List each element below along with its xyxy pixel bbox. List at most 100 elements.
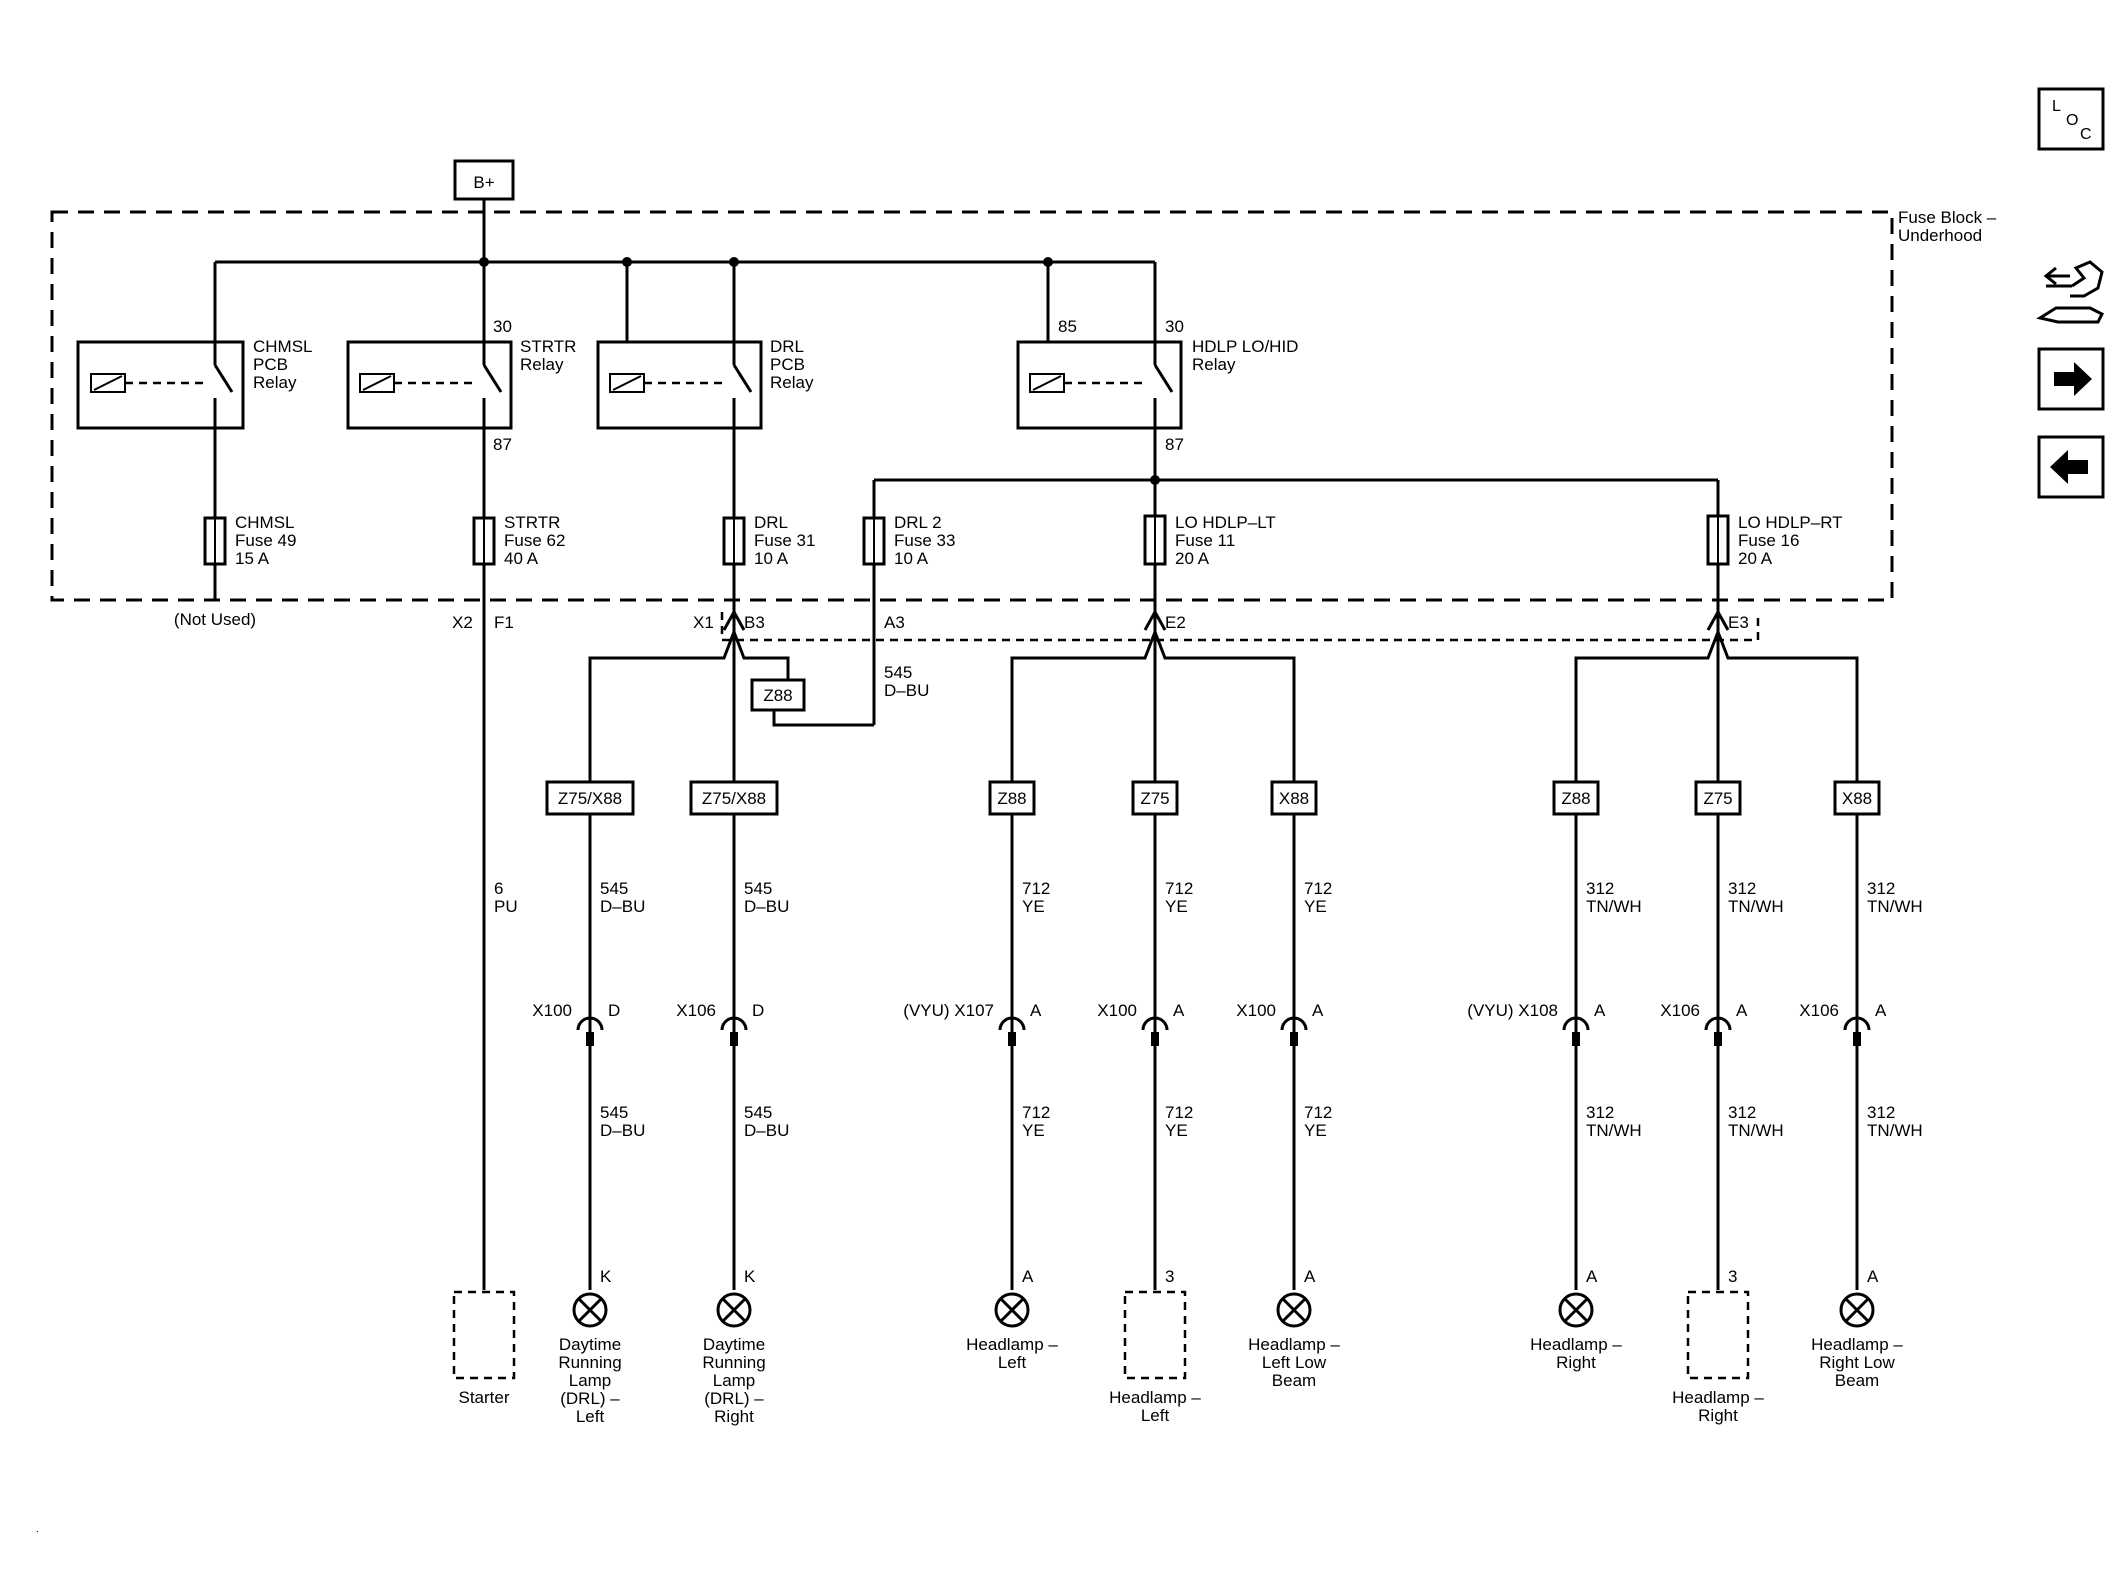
hl-right-hid-connector: X106 (1660, 1001, 1700, 1020)
hl-left-low-label-1: Headlamp – (1248, 1335, 1340, 1354)
hl-right-connector-pin: A (1594, 1001, 1606, 1020)
chmsl-relay-name-2: PCB (253, 355, 288, 374)
fuse-62-rating: 40 A (504, 549, 539, 568)
fuse-33-rating: 10 A (894, 549, 929, 568)
hl-right-hid-load-pin: 3 (1728, 1267, 1737, 1286)
drl-left-label-4: (DRL) – (560, 1389, 620, 1408)
hl-left-label-2: Left (998, 1353, 1027, 1372)
headlamp-left-low-wire (1153, 631, 1296, 1290)
connector-b3-label: B3 (744, 613, 765, 632)
hl-left-low-wire2-circuit: 712 (1304, 1103, 1332, 1122)
pin-e2-arrow (1143, 608, 1167, 631)
hl-left-low-label-3: Beam (1272, 1371, 1316, 1390)
drl-left-label-3: Lamp (569, 1371, 612, 1390)
drl-left-wire2-color: D–BU (600, 1121, 645, 1140)
drl-right-label-2: Running (702, 1353, 765, 1372)
column-drl-right: 545 D–BU X106 D 545 D–BU K Daytime Runni… (676, 879, 789, 1426)
hdlp-relay-name-2: Relay (1192, 355, 1236, 374)
pin-b3-arrow (722, 608, 746, 631)
fuse-11-rating: 20 A (1175, 549, 1210, 568)
drl-right-wire1-color: D–BU (744, 897, 789, 916)
loc-icon-o: O (2066, 112, 2078, 129)
chmsl-pcb-relay (76, 340, 245, 430)
option-hl-right-z88-label: Z88 (1561, 789, 1590, 808)
drl-left-wire1-color: D–BU (600, 897, 645, 916)
option-hl-right-x88: X88 (1833, 780, 1881, 816)
lamp-icon (994, 1292, 1030, 1328)
hl-right-wire2-color: TN/WH (1586, 1121, 1642, 1140)
hl-left-hid-wire2-circuit: 712 (1165, 1103, 1193, 1122)
drl-left-label-5: Left (576, 1407, 605, 1426)
hl-right-hid-label-1: Headlamp – (1672, 1388, 1764, 1407)
previous-page-icon[interactable] (2037, 435, 2105, 499)
connector-x107-a-icon (998, 1016, 1026, 1031)
hl-left-hid-wire1-color: YE (1165, 897, 1188, 916)
hl-right-hid-wire1-color: TN/WH (1728, 897, 1784, 916)
hl-right-hid-wire2-circuit: 312 (1728, 1103, 1756, 1122)
drl-right-label-3: Lamp (713, 1371, 756, 1390)
option-drl-right-label: Z75/X88 (702, 789, 766, 808)
column-drl-left: 545 D–BU X100 D 545 D–BU K Daytime Runni… (532, 879, 645, 1426)
hl-left-hid-label-1: Headlamp – (1109, 1388, 1201, 1407)
connector-e2-label: E2 (1165, 613, 1186, 632)
connector-x100-a-icon (1141, 1016, 1169, 1031)
chmsl-relay-name-1: CHMSL (253, 337, 313, 356)
hl-right-wire1-circuit: 312 (1586, 879, 1614, 898)
column-starter: 6 PU Starter (452, 879, 518, 1407)
hdlp-pin-85: 85 (1058, 317, 1077, 336)
drl-right-load-pin: K (744, 1267, 756, 1286)
next-page-icon[interactable] (2037, 347, 2105, 411)
hl-left-connector-pin: A (1030, 1001, 1042, 1020)
fuse-11-id: Fuse 11 (1175, 531, 1235, 550)
option-drl-left: Z75/X88 (545, 780, 635, 816)
option-drl-right: Z75/X88 (689, 780, 779, 816)
loc-icon[interactable]: L O C (2037, 87, 2105, 151)
hl-left-low-label-2: Left Low (1262, 1353, 1327, 1372)
connector-x2-label: X2 (452, 613, 473, 632)
headlamp-right-low-wire (1716, 631, 1859, 1290)
fuse-49-name: CHMSL (235, 513, 295, 532)
fuse-49-rating: 15 A (235, 549, 270, 568)
hl-right-low-label-2: Right Low (1819, 1353, 1895, 1372)
drl-right-wire2-color: D–BU (744, 1121, 789, 1140)
drl-left-wire2-circuit: 545 (600, 1103, 628, 1122)
hl-left-low-connector-pin: A (1312, 1001, 1324, 1020)
drl-right-label-4: (DRL) – (704, 1389, 764, 1408)
strtr-relay (346, 340, 513, 430)
connector-x100-a-low-icon (1280, 1016, 1308, 1031)
hl-right-connector: (VYU) X108 (1467, 1001, 1558, 1020)
loc-icon-l: L (2052, 98, 2061, 115)
hl-left-low-load-pin: A (1304, 1267, 1316, 1286)
hl-right-hid-wire2-color: TN/WH (1728, 1121, 1784, 1140)
hl-right-low-wire2-circuit: 312 (1867, 1103, 1895, 1122)
hl-right-wire2-circuit: 312 (1586, 1103, 1614, 1122)
fuse-31-id: Fuse 31 (754, 531, 815, 550)
hl-right-low-connector: X106 (1799, 1001, 1839, 1020)
fuse-31-name: DRL (754, 513, 788, 532)
column-headlamp-right-low: 312 TN/WH X106 A 312 TN/WH A Headlamp – … (1799, 879, 1922, 1390)
headlamp-left-wire (1010, 631, 1157, 1290)
strtr-pin-87: 87 (493, 435, 512, 454)
headlamp-right-wire (1574, 631, 1720, 1290)
fuse-block-label-2: Underhood (1898, 226, 1982, 245)
connector-x100-d-icon (576, 1016, 604, 1031)
connector-f1-label: F1 (494, 613, 514, 632)
hl-left-low-connector: X100 (1236, 1001, 1276, 1020)
strtr-relay-name-2: Relay (520, 355, 564, 374)
component-locator-icon[interactable] (2036, 260, 2105, 324)
drl-right-connector: X106 (676, 1001, 716, 1020)
option-hl-left-z88: Z88 (988, 780, 1036, 816)
column-headlamp-right: 312 TN/WH (VYU) X108 312 TN/WH A Headlam… (1467, 879, 1641, 1372)
starter-component (452, 1290, 516, 1380)
strtr-pin-30: 30 (493, 317, 512, 336)
lamp-icon (716, 1292, 752, 1328)
hl-right-wire1-color: TN/WH (1586, 897, 1642, 916)
hl-right-low-label-3: Beam (1835, 1371, 1879, 1390)
drl-right-label-1: Daytime (703, 1335, 765, 1354)
hl-right-label-2: Right (1556, 1353, 1596, 1372)
option-hl-left-z75-label: Z75 (1140, 789, 1169, 808)
hl-left-low-wire1-circuit: 712 (1304, 879, 1332, 898)
fuse-16-rating: 20 A (1738, 549, 1773, 568)
column-headlamp-left: 712 YE (VYU) X107 A 712 YE A Headlamp – … (903, 879, 1058, 1372)
